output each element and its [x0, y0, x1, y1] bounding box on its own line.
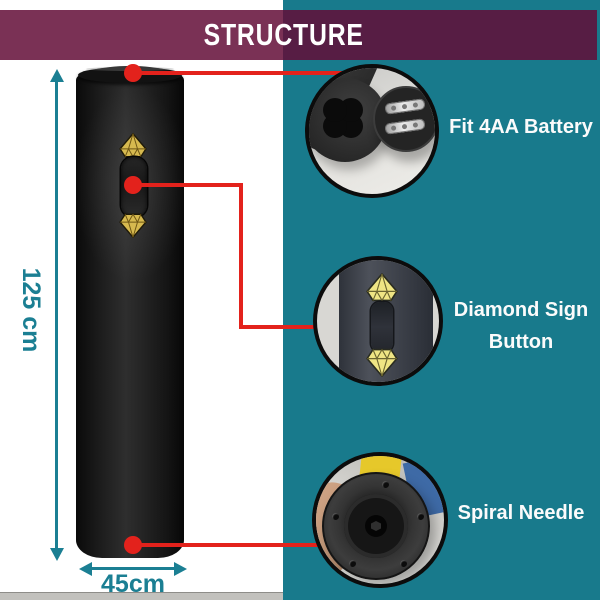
needle-opening: [365, 515, 387, 537]
diamond-up-icon: [366, 273, 398, 302]
page-title: STRUCTURE: [204, 17, 365, 52]
width-arrow-right-icon: [174, 562, 187, 576]
connector-line-button-to-circle: [239, 325, 320, 329]
battery-contact-strip: [384, 98, 426, 115]
height-dimension-line: [55, 80, 58, 548]
needle-hex-shaft: [371, 521, 381, 531]
diamond-button-callout-label: Diamond Sign Button: [453, 299, 589, 353]
connector-dot-button: [124, 176, 142, 194]
diamond-down-icon: [119, 213, 147, 239]
connector-line-button-horizontal: [133, 183, 243, 187]
width-dimension-line: [90, 567, 174, 570]
connector-line-button-vertical: [239, 183, 243, 329]
connector-line-battery: [133, 71, 348, 75]
screw-icon: [349, 560, 356, 567]
screw-icon: [332, 513, 339, 520]
width-arrow-left-icon: [79, 562, 92, 576]
diamond-button-callout-photo: [313, 256, 443, 386]
height-arrow-up-icon: [50, 69, 64, 82]
button-strip-closeup: [371, 302, 393, 352]
spiral-needle-callout-label: Spiral Needle: [457, 502, 585, 524]
battery-slot-holes: [323, 98, 347, 122]
battery-callout-label: Fit 4AA Battery: [449, 116, 593, 138]
needle-base-ring: [322, 472, 430, 580]
battery-contact-cap: [373, 86, 435, 152]
height-arrow-down-icon: [50, 548, 64, 561]
title-banner: STRUCTURE: [0, 10, 597, 60]
wine-opener-body: [76, 66, 184, 558]
battery-callout-photo: [305, 64, 439, 198]
screw-icon: [382, 481, 389, 488]
spiral-needle-callout-photo: [312, 452, 448, 588]
screw-icon: [417, 513, 424, 520]
connector-line-needle: [133, 543, 322, 547]
height-dimension-label: 125 cm: [17, 267, 46, 353]
table-edge: [0, 592, 283, 600]
connector-dot-battery: [124, 64, 142, 82]
width-dimension-label: 45cm: [101, 570, 165, 598]
connector-dot-needle: [124, 536, 142, 554]
diamond-down-icon: [366, 348, 398, 377]
diamond-up-icon: [119, 132, 147, 158]
battery-contact-strip: [384, 118, 426, 135]
screw-icon: [400, 560, 407, 567]
